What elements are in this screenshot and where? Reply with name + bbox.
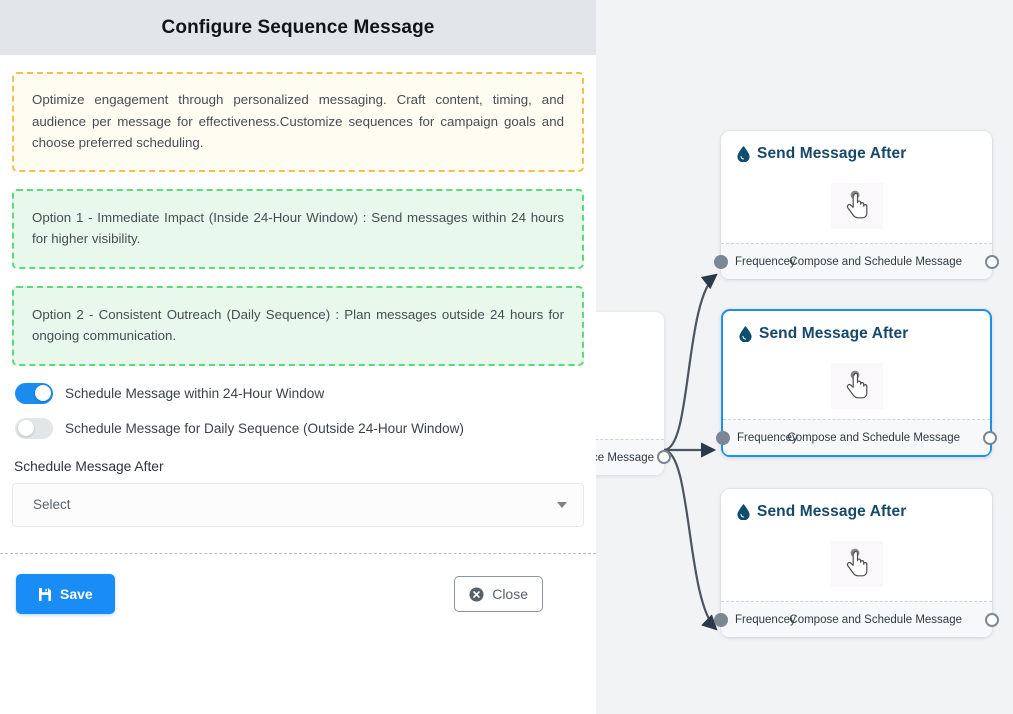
schedule-message-after-select[interactable]: Select <box>12 482 584 527</box>
flow-canvas[interactable]: ce Message Send Message After <box>534 0 1013 714</box>
partial-node-output-handle[interactable] <box>657 450 671 464</box>
node-footer-compose-label: Compose and Schedule Message <box>787 431 960 444</box>
node-footer: Frequencey Compose and Schedule Message <box>716 419 997 455</box>
node-title-row: Send Message After <box>721 489 992 521</box>
flow-node-send-message-after-3[interactable]: Send Message After Frequencey Compose an… <box>714 489 999 637</box>
toggle-label-within-24h: Schedule Message within 24-Hour Window <box>65 385 325 401</box>
close-button[interactable]: Close <box>454 576 543 612</box>
water-drop-icon <box>737 146 750 162</box>
node-title-text: Send Message After <box>757 503 907 520</box>
toggle-row-within-24h[interactable]: Schedule Message within 24-Hour Window <box>12 382 584 404</box>
node-body-icon-zone[interactable] <box>830 183 883 229</box>
node-title-text: Send Message After <box>759 325 909 342</box>
chevron-down-icon <box>557 501 567 508</box>
node-input-handle[interactable] <box>714 254 728 269</box>
node-footer-frequency-label: Frequencey <box>735 613 796 626</box>
save-floppy-icon <box>39 587 51 601</box>
callout-info: Optimize engagement through personalized… <box>12 72 584 172</box>
panel-footer: Save Close <box>0 554 596 634</box>
node-output-handle[interactable] <box>985 612 999 627</box>
schedule-message-after-label: Schedule Message After <box>14 458 164 474</box>
toggle-row-daily-sequence[interactable]: Schedule Message for Daily Sequence (Out… <box>12 417 584 439</box>
node-body-icon-zone[interactable] <box>830 363 883 409</box>
pointing-hand-icon <box>846 190 867 219</box>
toggle-knob <box>17 420 34 437</box>
panel-content: Optimize engagement through personalized… <box>0 55 596 527</box>
footer-divider <box>0 553 596 554</box>
node-input-handle[interactable] <box>716 430 730 445</box>
close-button-label: Close <box>492 586 528 602</box>
node-footer: Frequencey Compose and Schedule Message <box>714 601 999 637</box>
close-circle-icon <box>469 587 484 601</box>
water-drop-icon <box>739 326 752 342</box>
flow-node-send-message-after-1[interactable]: Send Message After Frequencey Compose an… <box>714 131 999 279</box>
water-drop-icon <box>737 504 750 520</box>
flow-edges <box>663 273 718 631</box>
node-title-row: Send Message After <box>721 131 992 163</box>
toggle-schedule-daily-sequence[interactable] <box>15 417 53 439</box>
node-title-text: Send Message After <box>757 145 907 162</box>
panel-header: Configure Sequence Message <box>0 0 596 55</box>
node-output-handle[interactable] <box>983 430 997 445</box>
edge-to-node-1 <box>663 273 718 452</box>
pointing-hand-icon <box>846 370 867 399</box>
toggle-knob <box>34 385 51 402</box>
callout-option-1: Option 1 - Immediate Impact (Inside 24-H… <box>12 188 584 269</box>
save-button-label: Save <box>60 586 93 602</box>
node-body-icon-zone[interactable] <box>830 541 883 587</box>
edge-to-node-3 <box>663 448 718 631</box>
pointing-hand-icon <box>846 548 867 577</box>
toggle-label-daily-sequence: Schedule Message for Daily Sequence (Out… <box>65 420 464 436</box>
node-footer-compose-label: Compose and Schedule Message <box>789 613 962 626</box>
node-body: Send Message After <box>721 131 992 243</box>
page-title: Configure Sequence Message <box>161 16 435 38</box>
node-title-row: Send Message After <box>723 311 990 343</box>
node-footer-frequency-label: Frequencey <box>737 431 798 444</box>
node-footer: Frequencey Compose and Schedule Message <box>714 243 999 279</box>
select-value: Select <box>33 497 71 513</box>
node-footer-frequency-label: Frequencey <box>735 255 796 268</box>
node-input-handle[interactable] <box>714 612 728 627</box>
node-output-handle[interactable] <box>985 254 999 269</box>
save-button[interactable]: Save <box>16 574 115 614</box>
configure-sequence-panel: Configure Sequence Message Optimize enga… <box>0 0 596 634</box>
flow-node-send-message-after-2[interactable]: Send Message After Frequencey Compose an… <box>716 309 997 457</box>
node-footer-compose-label: Compose and Schedule Message <box>789 255 962 268</box>
toggle-schedule-within-24h[interactable] <box>15 382 53 404</box>
node-body: Send Message After <box>721 489 992 601</box>
node-body: Send Message After <box>723 311 990 419</box>
callout-option-2: Option 2 - Consistent Outreach (Daily Se… <box>12 285 584 366</box>
